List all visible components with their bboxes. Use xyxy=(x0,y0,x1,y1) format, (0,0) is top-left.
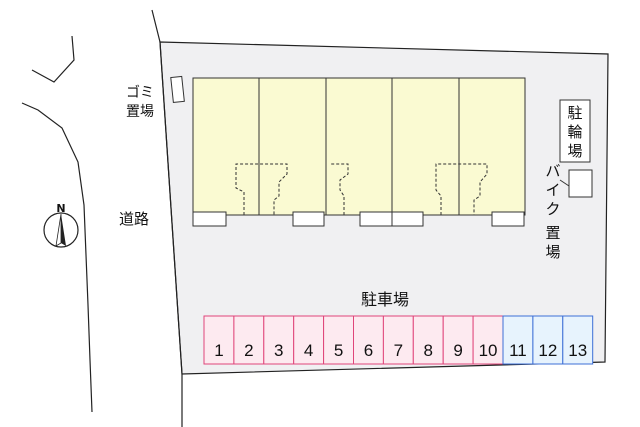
svg-text:イ: イ xyxy=(545,181,560,199)
stair-outline xyxy=(435,163,488,215)
parking-space-box xyxy=(562,315,594,365)
parking-space-number: 12 xyxy=(538,341,557,360)
parking-space: 13 xyxy=(562,315,594,365)
bicycle-parking-label: 輪 xyxy=(567,123,582,141)
road-edge-left xyxy=(21,102,93,413)
parking-space-box xyxy=(263,315,295,365)
parking-space-number: 6 xyxy=(364,341,373,360)
parking-space-number: 1 xyxy=(214,341,223,360)
parking-space: 9 xyxy=(442,315,474,365)
north-arrow-icon: N xyxy=(43,202,79,248)
parking-space-number: 5 xyxy=(334,341,343,360)
bicycle-parking-label: 場 xyxy=(567,142,582,160)
apartment-building xyxy=(192,77,526,227)
garbage-area-box xyxy=(170,75,185,104)
parking-space-number: 3 xyxy=(274,341,283,360)
garbage-area-label: 置場 xyxy=(126,104,154,120)
parking-space: 12 xyxy=(532,315,564,365)
svg-text:場: 場 xyxy=(545,243,560,261)
parking-space-number: 8 xyxy=(424,341,433,360)
parking-space-number: 9 xyxy=(453,341,462,360)
svg-text:バ: バ xyxy=(545,162,560,180)
parking-space-box xyxy=(233,315,265,365)
parking-space-box xyxy=(353,315,384,365)
parking-space-number: 13 xyxy=(568,341,587,360)
unit-box xyxy=(391,211,424,227)
building-block xyxy=(192,77,526,216)
parking-space-box xyxy=(532,315,564,365)
svg-text:置: 置 xyxy=(545,224,560,242)
garbage-area-label: ゴミ xyxy=(126,84,154,101)
bicycle-parking: 駐 輪 場 xyxy=(559,99,591,163)
parking-space-box xyxy=(293,315,325,365)
parking-space-number: 11 xyxy=(509,341,527,360)
motorbike-area-box xyxy=(568,169,593,198)
parking-space-box xyxy=(203,315,235,365)
parking-space-number: 7 xyxy=(394,341,403,360)
parking-space-number: 4 xyxy=(304,341,313,360)
parking-space-box xyxy=(382,315,414,365)
road-edge-line xyxy=(151,9,183,427)
parking-space: 8 xyxy=(412,315,444,365)
parking-space: 3 xyxy=(263,315,295,365)
parking-space: 2 xyxy=(233,315,265,365)
road-corner-mark xyxy=(31,35,75,83)
north-label: N xyxy=(56,202,65,215)
parking-space: 6 xyxy=(353,315,384,365)
parking-space: 5 xyxy=(323,315,355,365)
unit-box xyxy=(292,211,325,227)
motorbike-leader-line xyxy=(559,179,570,187)
parking-space-number: 10 xyxy=(479,341,498,360)
motorbike-area-label: バ イ ク 置 場 xyxy=(545,162,560,261)
stair-outline xyxy=(235,163,288,215)
unit-box xyxy=(192,211,227,227)
bicycle-parking-box xyxy=(559,99,591,163)
parking-space: 11 xyxy=(502,315,534,365)
parking-space-box xyxy=(472,315,504,365)
road-label: 道路 xyxy=(119,210,149,228)
parking-space: 4 xyxy=(293,315,325,365)
unit-box xyxy=(491,211,525,227)
parking-space-number: 2 xyxy=(244,341,253,360)
parking-space: 10 xyxy=(472,315,504,365)
parking-space: 7 xyxy=(382,315,414,365)
stair-outline xyxy=(330,163,349,215)
svg-text:ク: ク xyxy=(545,200,560,218)
parking-space-box xyxy=(412,315,444,365)
parking-label: 駐車場 xyxy=(361,290,409,309)
unit-box xyxy=(359,211,393,227)
parking-space: 1 xyxy=(203,315,235,365)
bicycle-parking-label: 駐 xyxy=(567,104,582,122)
